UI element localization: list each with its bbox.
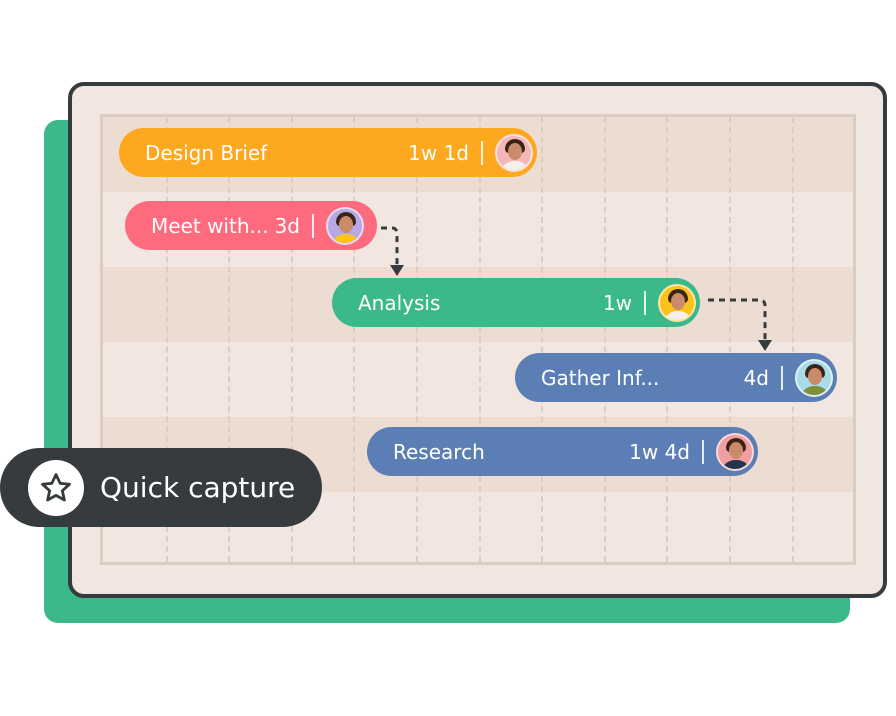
task-name: Research (393, 439, 485, 464)
task-duration: 1w 1d (408, 140, 469, 165)
assignee-avatar[interactable] (326, 206, 364, 245)
grid-column-line (165, 117, 168, 562)
task-duration: 1w 4d (629, 439, 690, 464)
grid-column-line (478, 117, 481, 562)
star-icon (28, 459, 84, 516)
grid-column-line (353, 117, 356, 562)
task-name: Meet with... (151, 213, 269, 238)
task-bar-research[interactable]: Research 1w 4d (367, 427, 758, 476)
task-bar-meet-with[interactable]: Meet with... 3d (125, 201, 377, 250)
task-bar-gather-info[interactable]: Gather Inf... 4d (515, 353, 837, 402)
grid-column-line (603, 117, 606, 562)
assignee-avatar[interactable] (658, 283, 696, 322)
assignee-avatar[interactable] (795, 358, 833, 397)
task-bar-analysis[interactable]: Analysis 1w (332, 278, 700, 327)
grid-column-line (541, 117, 544, 562)
divider (644, 290, 646, 315)
task-duration: 1w (602, 290, 632, 315)
task-name: Gather Inf... (541, 365, 660, 390)
divider (312, 213, 314, 238)
task-duration: 3d (274, 213, 300, 238)
grid-column-line (791, 117, 794, 562)
quick-capture-button[interactable]: Quick capture (0, 448, 322, 527)
grid-column-line (666, 117, 669, 562)
grid-column-line (416, 117, 418, 562)
grid-column-line (729, 117, 731, 562)
task-duration: 4d (743, 365, 769, 390)
quick-capture-label: Quick capture (100, 471, 296, 504)
grid-column-line (290, 117, 293, 562)
divider (702, 439, 704, 464)
grid-column-line (228, 117, 231, 562)
assignee-avatar[interactable] (495, 133, 533, 172)
task-name: Analysis (358, 290, 441, 315)
assignee-avatar[interactable] (716, 432, 754, 471)
task-bar-design-brief[interactable]: Design Brief 1w 1d (119, 128, 537, 177)
divider (481, 140, 483, 165)
divider (781, 365, 783, 390)
task-name: Design Brief (145, 140, 268, 165)
